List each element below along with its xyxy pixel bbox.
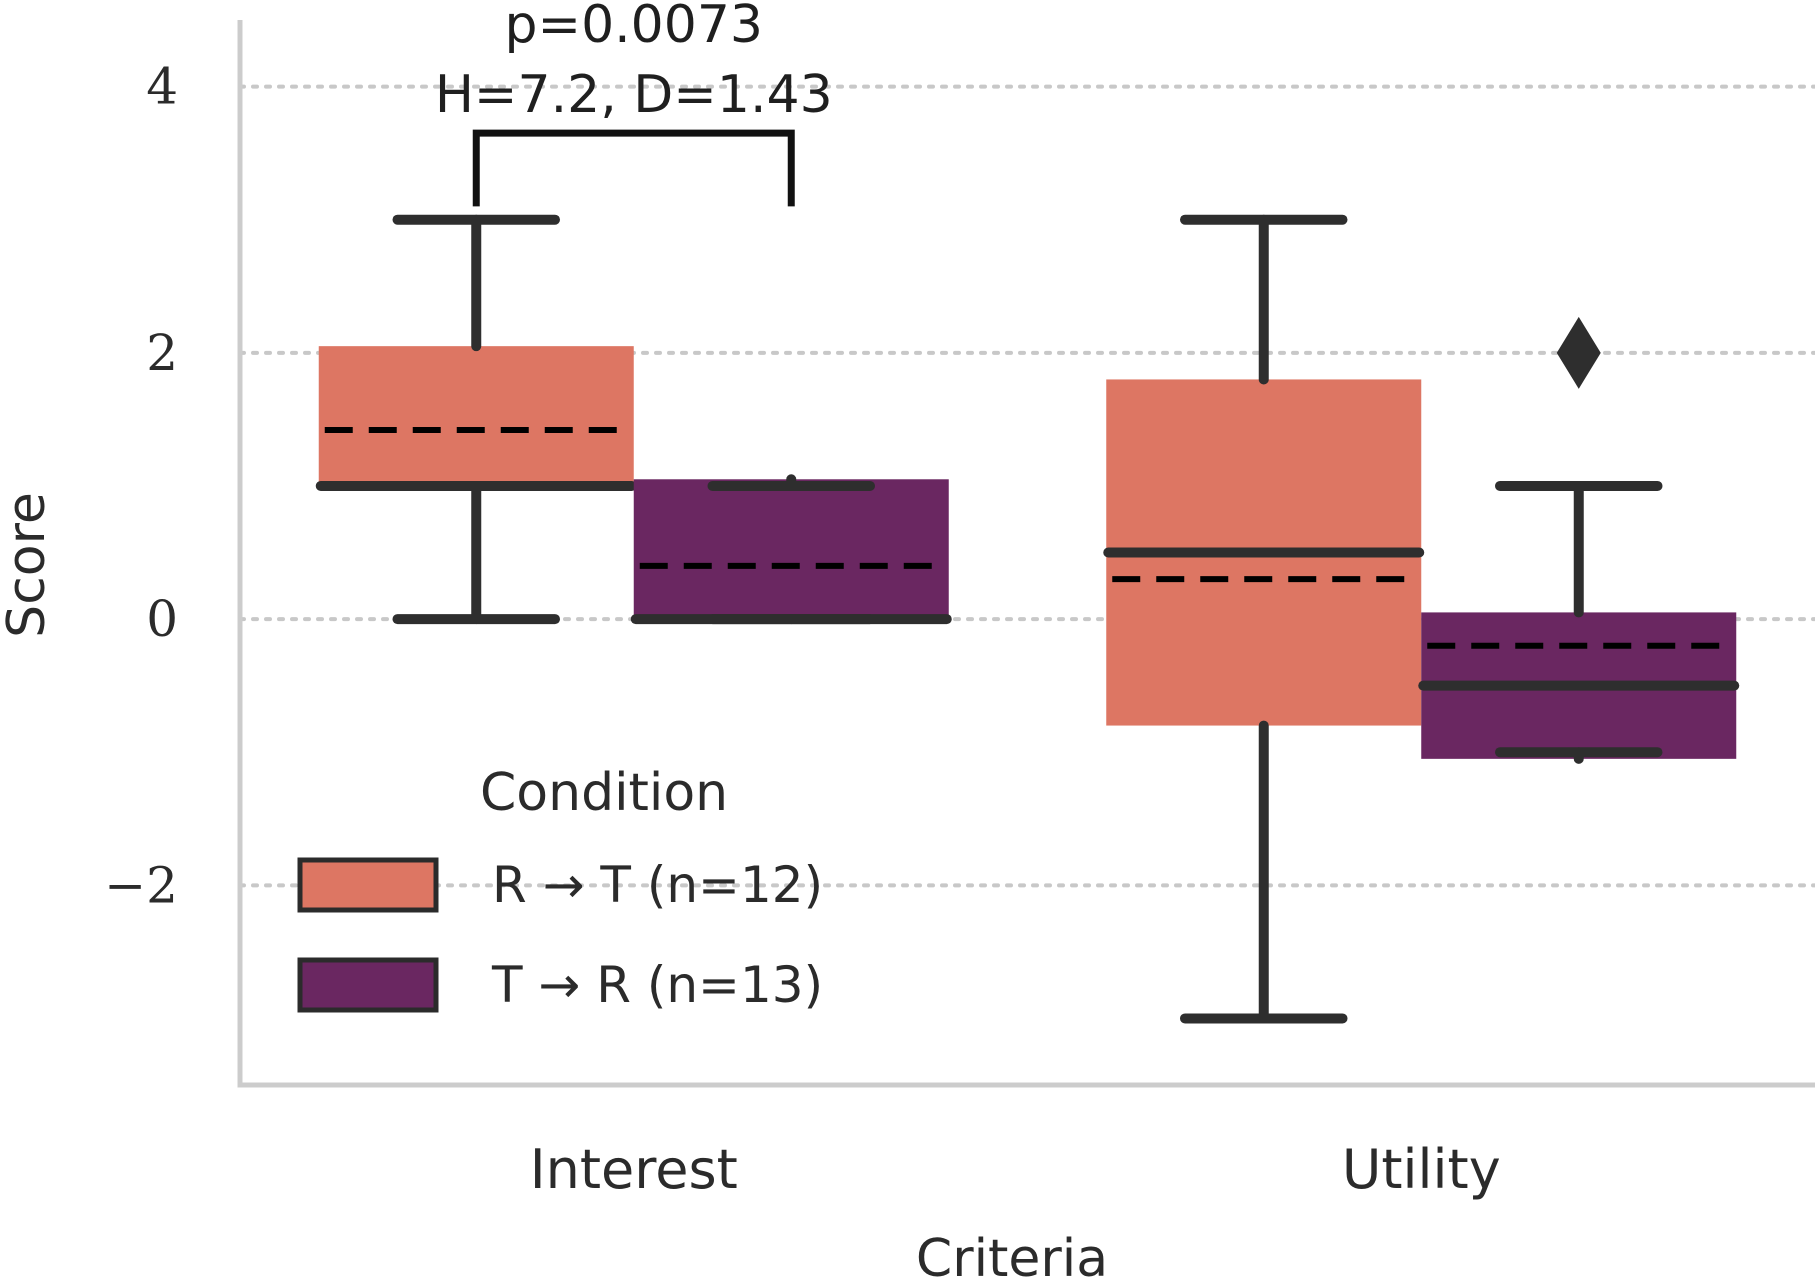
annotation-stats: H=7.2, D=1.43	[435, 65, 833, 125]
y-tick-label: −2	[104, 856, 178, 914]
box-rect	[318, 346, 634, 486]
annotation-p-value: p=0.0073	[504, 0, 763, 55]
legend-label: T → R (n=13)	[491, 956, 823, 1014]
axes	[237, 20, 1815, 1088]
box-rect	[633, 479, 949, 620]
x-tick-labels: Interest Utility	[530, 1138, 1501, 1201]
x-tick-label: Utility	[1342, 1138, 1501, 1201]
x-axis-label: Criteria	[916, 1229, 1108, 1282]
significance-bracket	[472, 129, 795, 207]
x-tick-label: Interest	[530, 1138, 738, 1201]
y-tick-label: 2	[146, 324, 178, 382]
legend: Condition R → T (n=12) T → R (n=13)	[297, 763, 823, 1014]
outlier-marker	[1556, 316, 1601, 389]
y-tick-label: 4	[146, 58, 178, 116]
y-tick-label: 0	[146, 590, 178, 648]
y-axis-label: Score	[0, 492, 57, 638]
legend-swatch	[297, 957, 439, 1013]
boxes	[315, 214, 1740, 1024]
legend-title: Condition	[480, 763, 728, 823]
y-tick-labels: −2 0 2 4	[104, 58, 178, 915]
legend-swatch	[297, 857, 439, 913]
legend-label: R → T (n=12)	[492, 856, 823, 914]
